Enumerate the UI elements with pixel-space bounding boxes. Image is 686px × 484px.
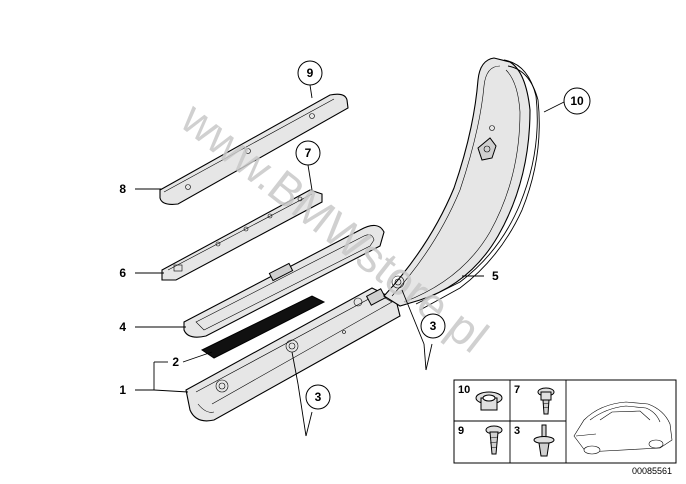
- svg-text:3: 3: [315, 390, 322, 404]
- callout-2: 2: [172, 355, 179, 369]
- leader-lines: [135, 84, 565, 437]
- inset-panel: 10 7 9 3: [453, 379, 677, 476]
- inset-cell-9: 9: [458, 425, 464, 437]
- callout-7: 7: [295, 140, 321, 166]
- svg-text:3: 3: [430, 319, 437, 333]
- part-1-sill-cover: [185, 287, 401, 422]
- part-9-sill-strip: [159, 93, 349, 205]
- self-tapping-screw-icon: [485, 425, 503, 455]
- callout-1: 1: [119, 383, 126, 397]
- screw-icon: [537, 387, 555, 415]
- callout-3a: 3: [305, 384, 331, 410]
- svg-text:9: 9: [307, 66, 314, 80]
- car-thumbnail: [573, 401, 673, 455]
- inset-cell-3: 3: [514, 425, 520, 437]
- svg-text:7: 7: [305, 146, 312, 160]
- callout-8: 8: [119, 182, 126, 196]
- svg-text:10: 10: [570, 94, 584, 108]
- inset-cell-10: 10: [458, 384, 470, 396]
- part-2-strip: [200, 295, 326, 359]
- catalog-number: 00085561: [632, 466, 672, 476]
- part-7-bracket: [161, 189, 323, 281]
- callout-3b: 3: [420, 313, 446, 339]
- callout-5: 5: [492, 269, 499, 283]
- callout-9: 9: [297, 60, 323, 86]
- callout-4: 4: [119, 320, 126, 334]
- part-4-entrance-trim: [183, 224, 385, 338]
- callout-6: 6: [119, 266, 126, 280]
- callout-10: 10: [563, 87, 591, 115]
- part-5-pillar-trim: [383, 57, 531, 307]
- rivet-icon: [533, 424, 555, 457]
- inset-cell-7: 7: [514, 384, 520, 396]
- clip-icon: [475, 391, 503, 411]
- part-10-pillar-seal: [415, 59, 540, 311]
